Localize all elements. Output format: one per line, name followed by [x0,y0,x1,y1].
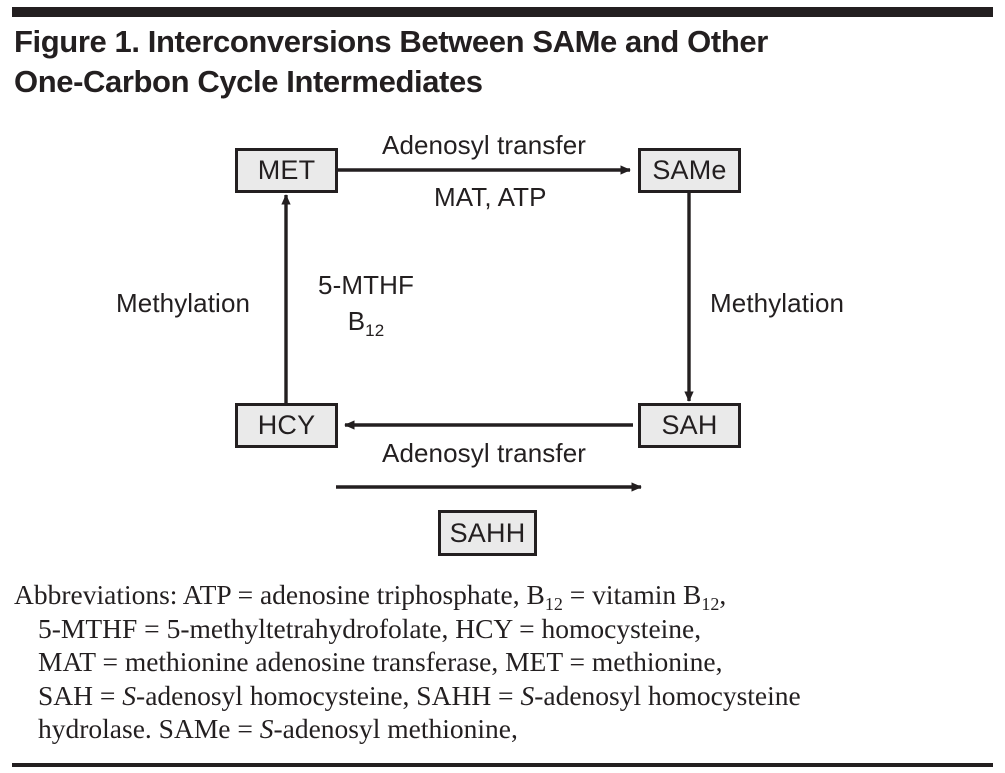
node-sah[interactable]: SAH [638,403,741,448]
abbrev-l1-sub2: 12 [701,594,720,614]
node-met[interactable]: MET [235,148,338,193]
abbrev-l1-sub1: 12 [544,594,563,614]
abbrev-l5-b: -adenosyl methionine, [273,713,518,744]
node-same-label: SAMe [652,155,727,185]
top-rule-divider [12,7,993,17]
label-5-mthf: 5-MTHF [318,270,414,300]
abbrev-l4-b: -adenosyl homocysteine, SAHH = [136,679,521,711]
node-sah-label: SAH [661,410,718,440]
label-methylation-right: Methylation [710,288,845,318]
label-b12-cofactor: B12 [316,306,416,340]
label-b12-subscript: 12 [365,321,385,340]
label-b12-base: B [347,306,366,336]
abbrev-l5-a: hydrolase. SAMe = [38,713,260,744]
node-met-label: MET [257,155,316,185]
diagram-connectors [281,165,694,492]
node-hcy[interactable]: HCY [235,403,338,448]
node-same[interactable]: SAMe [638,148,741,193]
abbreviations-line-3: MAT = methionine adenosine transferase, … [38,646,723,677]
abbrev-l5-italic-s: S [259,713,274,744]
abbreviations-lead: Abbreviations: [14,579,178,610]
node-sahh-label: SAHH [449,517,526,548]
bottom-rule-divider [12,763,993,767]
abbrev-l1-c: , [719,579,727,610]
figure-title: Figure 1. Interconversions Between SAMe … [14,24,768,99]
abbrev-l4-italic-s2: S [520,679,535,711]
node-sahh-enzyme[interactable]: SAHH [438,510,537,556]
label-adenosyl-transfer-top: Adenosyl transfer [382,130,587,160]
abbreviations-line-4: SAH = S-adenosyl homocysteine, SAHH = S-… [14,679,989,713]
abbreviations-line-5: hydrolase. SAMe = S-adenosyl methionine, [14,712,989,746]
node-hcy-label: HCY [257,410,316,440]
abbreviations-line-2: 5-MTHF = 5-methyltetrahydrofolate, HCY =… [38,612,702,644]
abbrev-l4-italic-s1: S [122,679,137,711]
abbreviations-block: Abbreviations: ATP = adenosine triphosph… [14,578,989,746]
abbreviations-line-1: Abbreviations: ATP = adenosine triphosph… [14,578,989,614]
abbrev-l1-b: = vitamin B [562,579,702,610]
abbrev-l1-a: ATP = adenosine triphosphate, B [177,579,545,610]
abbrev-l4-c: -adenosyl homocysteine [534,679,801,711]
abbrev-l4-a: SAH = [38,679,123,711]
label-methylation-left: Methylation [116,288,251,318]
label-mat-atp: MAT, ATP [434,182,547,212]
label-adenosyl-transfer-bottom: Adenosyl transfer [382,438,587,468]
one-carbon-cycle-diagram: MET SAMe HCY SAH SAHH Adenosyl transfer … [0,120,1005,570]
